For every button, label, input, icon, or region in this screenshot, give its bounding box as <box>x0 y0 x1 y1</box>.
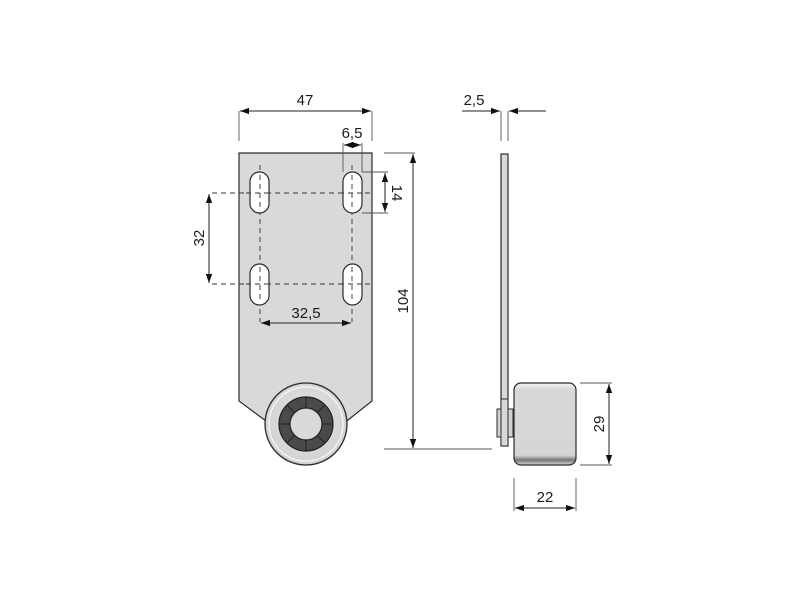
dim-roller-width: 22 <box>513 478 577 512</box>
dim-label-6-5: 6,5 <box>342 125 363 142</box>
slot-top-left <box>249 171 270 214</box>
dim-plate-width: 47 <box>238 92 373 141</box>
slot-bottom-left <box>249 263 270 306</box>
side-view: 2,5 29 22 <box>462 92 613 512</box>
dim-roller-height: 29 <box>580 382 613 466</box>
dim-vertical-spacing: 32 <box>191 194 213 283</box>
dim-horizontal-spacing: 32,5 <box>261 305 351 327</box>
dim-slot-length: 14 <box>362 171 405 214</box>
dim-label-32-5: 32,5 <box>291 305 320 322</box>
dim-label-2-5: 2,5 <box>464 92 485 109</box>
dim-label-47: 47 <box>297 92 314 109</box>
dim-label-14: 14 <box>388 185 405 202</box>
dim-plate-thickness: 2,5 <box>462 92 546 141</box>
roller-wheel-side <box>513 382 577 466</box>
dim-label-29: 29 <box>591 416 608 433</box>
dim-label-22: 22 <box>537 489 554 506</box>
front-view: 47 6,5 14 32 32,5 <box>191 92 492 466</box>
dim-label-32: 32 <box>191 230 208 247</box>
slot-top-right <box>342 171 363 214</box>
dim-label-104: 104 <box>395 288 412 313</box>
dim-total-height: 104 <box>384 152 492 450</box>
roller-wheel-front <box>264 382 348 466</box>
dim-slot-width: 6,5 <box>342 125 363 172</box>
slot-bottom-right <box>342 263 363 306</box>
